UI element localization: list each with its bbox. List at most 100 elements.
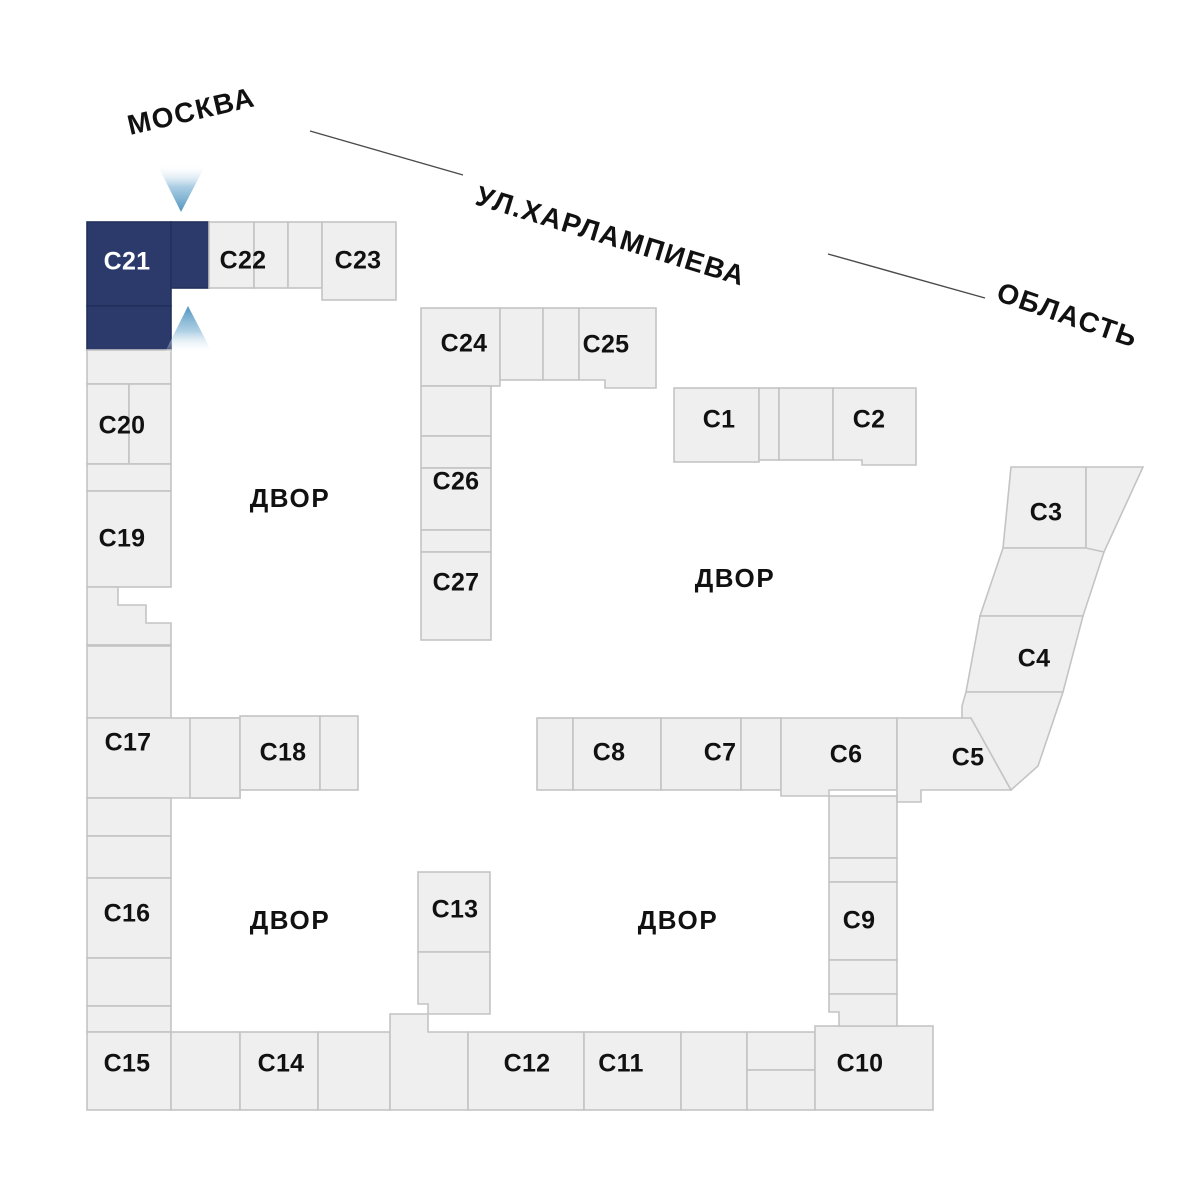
cluster-C9 <box>828 795 898 1027</box>
building-label-C7: C7 <box>704 739 737 767</box>
cluster-west <box>86 490 359 1033</box>
building-west-lower-b[interactable] <box>86 835 172 879</box>
street-label-harlampieva: УЛ.ХАРЛАМПИЕВА <box>472 180 749 292</box>
building-south-b[interactable] <box>317 1031 391 1111</box>
building-west-wall-c[interactable] <box>128 383 172 465</box>
building-west-wall-d[interactable] <box>86 463 172 492</box>
building-C22-part-c[interactable] <box>287 221 323 289</box>
building-C9[interactable] <box>828 881 898 961</box>
building-C26-part-b[interactable] <box>420 435 492 469</box>
building-C24-C25-mid-b[interactable] <box>542 307 580 381</box>
building-label-C22: C22 <box>220 247 267 275</box>
building-label-C13: C13 <box>432 896 479 924</box>
cluster-C13 <box>417 871 491 1015</box>
building-C17-divider[interactable] <box>189 717 241 799</box>
building-label-C1: C1 <box>703 406 736 434</box>
building-C9-part-c[interactable] <box>828 959 898 995</box>
building-C18-part-b[interactable] <box>319 715 359 791</box>
yard-label-north-east: ДВОР <box>695 563 776 593</box>
building-C18-part-a[interactable] <box>239 715 321 791</box>
building-C27[interactable] <box>420 551 492 641</box>
building-west-lower-d[interactable] <box>86 1005 172 1033</box>
cluster-C1-C2 <box>673 387 917 466</box>
building-label-C5: C5 <box>952 744 985 772</box>
building-south-notch[interactable] <box>389 1013 469 1111</box>
street-leader-lines <box>309 130 986 299</box>
building-label-C9: C9 <box>843 907 876 935</box>
building-C21-part-b[interactable] <box>170 221 210 289</box>
entrance-arrow-up-icon <box>165 306 212 352</box>
building-label-C6: C6 <box>830 741 863 769</box>
building-C19-part-a[interactable] <box>86 490 172 588</box>
building-C7-part-b[interactable] <box>740 717 782 791</box>
building-label-C4: C4 <box>1018 645 1051 673</box>
building-label-C8: C8 <box>593 739 626 767</box>
building-C12[interactable] <box>467 1031 585 1111</box>
building-label-C11: C11 <box>598 1050 643 1078</box>
building-label-C16: C16 <box>104 900 151 928</box>
building-C17-part-a[interactable] <box>86 645 172 719</box>
building-C22-part-b[interactable] <box>253 221 289 289</box>
leader-harlampieva-oblast <box>827 253 986 299</box>
building-label-C12: C12 <box>504 1050 551 1078</box>
building-C14[interactable] <box>239 1031 319 1111</box>
building-C24[interactable] <box>420 307 501 387</box>
building-C11[interactable] <box>583 1031 682 1111</box>
building-C2[interactable] <box>832 387 917 466</box>
building-west-lower-c[interactable] <box>86 957 172 1007</box>
building-east-angled-b[interactable] <box>978 547 1106 617</box>
building-mid-a[interactable] <box>536 717 574 791</box>
building-south-c[interactable] <box>680 1031 748 1111</box>
building-C1-C2-mid-b[interactable] <box>778 387 834 461</box>
building-C21-part-c[interactable] <box>86 305 172 351</box>
building-label-C18: C18 <box>260 739 307 767</box>
building-C21-part-a[interactable] <box>86 221 172 307</box>
building-C9-part-a[interactable] <box>828 795 898 859</box>
building-label-C17: C17 <box>105 729 152 757</box>
building-C9-part-d[interactable] <box>828 993 898 1027</box>
building-label-C23: C23 <box>335 247 382 275</box>
leader-moskva-harlampieva <box>309 130 464 176</box>
building-label-group: C1 C2 C3 C4 C5 C6 C7 C8 C9 C10 C11 C12 C… <box>99 247 1063 1078</box>
cluster-north-centre <box>420 307 657 641</box>
building-label-C25: C25 <box>583 331 630 359</box>
building-label-C26: C26 <box>433 468 480 496</box>
building-C1-C2-mid-a[interactable] <box>758 387 780 461</box>
building-C26-part-c[interactable] <box>420 529 492 553</box>
building-south-d-lower[interactable] <box>746 1069 816 1111</box>
building-C10[interactable] <box>814 1025 934 1111</box>
building-C8[interactable] <box>572 717 662 791</box>
building-C7-part-a[interactable] <box>660 717 742 791</box>
building-C13-tail[interactable] <box>417 951 491 1015</box>
yard-label-south-east: ДВОР <box>638 905 719 935</box>
entrance-arrow-down-icon <box>158 166 205 212</box>
building-C23[interactable] <box>321 221 397 301</box>
building-label-C20: C20 <box>99 412 146 440</box>
building-C25[interactable] <box>578 307 657 389</box>
building-label-C14: C14 <box>258 1050 305 1078</box>
building-C4-lower[interactable] <box>961 691 1065 792</box>
building-east-angled-a[interactable] <box>1085 466 1145 553</box>
building-stepped-detail[interactable] <box>86 586 172 646</box>
building-south-a[interactable] <box>170 1031 241 1111</box>
building-label-C10: C10 <box>837 1050 884 1078</box>
building-C26-part-a[interactable] <box>420 385 492 437</box>
building-label-C2: C2 <box>853 406 886 434</box>
building-C24-C25-mid-a[interactable] <box>499 307 544 381</box>
building-C9-part-b[interactable] <box>828 857 898 883</box>
building-label-C19: C19 <box>99 525 146 553</box>
building-label-C27: C27 <box>433 569 480 597</box>
street-label-moskva: МОСКВА <box>124 81 258 140</box>
building-label-C3: C3 <box>1030 499 1063 527</box>
yard-label-group: ДВОР ДВОР ДВОР ДВОР <box>250 483 776 935</box>
entrance-markers <box>158 166 212 352</box>
cluster-north-west <box>86 221 397 492</box>
yard-label-south-west: ДВОР <box>250 905 331 935</box>
building-west-lower-a[interactable] <box>86 797 172 837</box>
building-label-C21: C21 <box>104 248 151 276</box>
building-south-d-upper[interactable] <box>746 1031 816 1071</box>
building-west-wall-a[interactable] <box>86 349 172 385</box>
building-C15[interactable] <box>86 1031 172 1111</box>
